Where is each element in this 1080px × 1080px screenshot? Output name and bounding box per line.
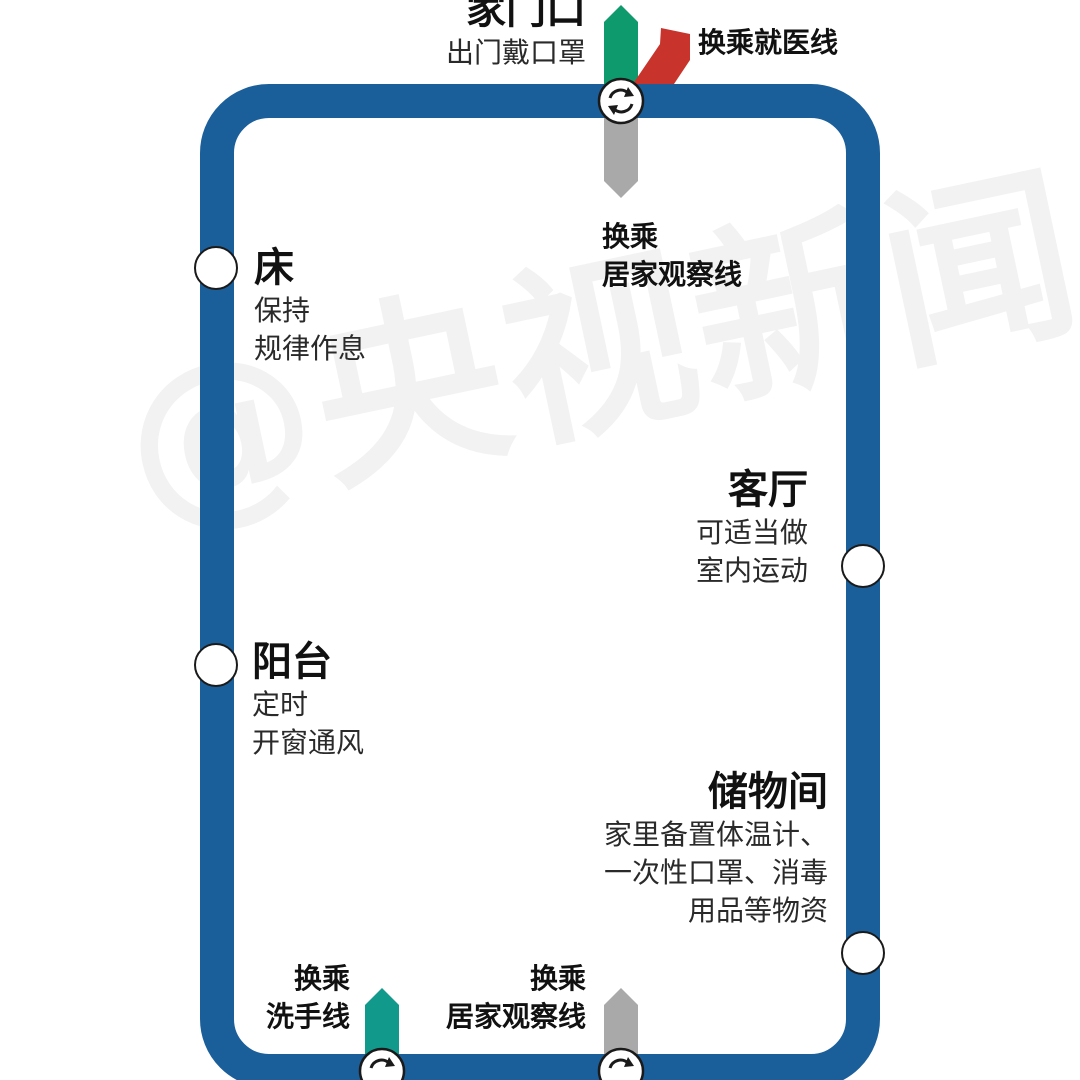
station-storage: 储物间 家里备置体温计、 一次性口罩、消毒 用品等物资 [604,768,828,930]
station-living-room-name: 客厅 [728,467,808,513]
station-door-name: 家门口 [466,0,586,33]
transfer-observe-top: 换乘 居家观察线 [602,218,742,294]
transfer-arrows-icon [369,1057,395,1069]
interchange-door [597,77,645,125]
transfer-observe-bottom: 换乘 居家观察线 [446,960,586,1036]
station-bed: 床 保持 规律作息 [254,244,366,368]
station-storage-desc-3: 用品等物资 [687,894,828,927]
station-living-room: 客厅 可适当做 室内运动 [696,466,808,590]
transfer-medical-label: 换乘就医线 [698,26,839,59]
transfer-arrows-icon [608,1057,634,1069]
station-living-room-desc-1: 可适当做 [695,516,808,549]
transfer-observe-bottom-line1: 换乘 [529,962,586,995]
station-door-desc: 出门戴口罩 [445,36,586,69]
station-dot-balcony [194,643,238,687]
transfer-medical: 换乘就医线 [698,24,838,62]
transfer-observe-top-line1: 换乘 [602,220,659,253]
observe-line-arrow-bottom [604,988,638,1062]
station-dot-storage [841,931,885,975]
station-living-room-desc-2: 室内运动 [695,554,808,587]
station-storage-desc-2: 一次性口罩、消毒 [603,856,828,889]
station-balcony-name: 阳台 [252,639,332,685]
station-door: 家门口 出门戴口罩 [446,0,586,72]
station-dot-living-room [841,544,885,588]
station-bed-name: 床 [254,245,294,291]
station-balcony-desc-2: 开窗通风 [252,726,365,759]
transfer-observe-top-line2: 居家观察线 [602,258,743,291]
transfer-handwash-line2: 洗手线 [265,1000,350,1033]
transfer-arrows-icon [608,87,634,115]
observe-line-arrow-top [604,118,638,198]
station-dot-bed [194,246,238,290]
interchange-observe-bottom [597,1047,645,1080]
handwash-line-arrow [365,988,399,1062]
station-storage-desc-1: 家里备置体温计、 [603,818,828,851]
station-storage-name: 储物间 [708,769,828,815]
transfer-handwash-line1: 换乘 [293,962,350,995]
medical-line-arrow [626,28,690,102]
station-bed-desc-2: 规律作息 [254,332,367,365]
station-bed-desc-1: 保持 [254,294,311,327]
station-balcony: 阳台 定时 开窗通风 [252,638,364,762]
interchange-handwash [358,1047,406,1080]
transfer-handwash: 换乘 洗手线 [266,960,350,1036]
exit-line-arrow [604,5,638,85]
station-balcony-desc-1: 定时 [252,688,309,721]
transfer-observe-bottom-line2: 居家观察线 [445,1000,586,1033]
